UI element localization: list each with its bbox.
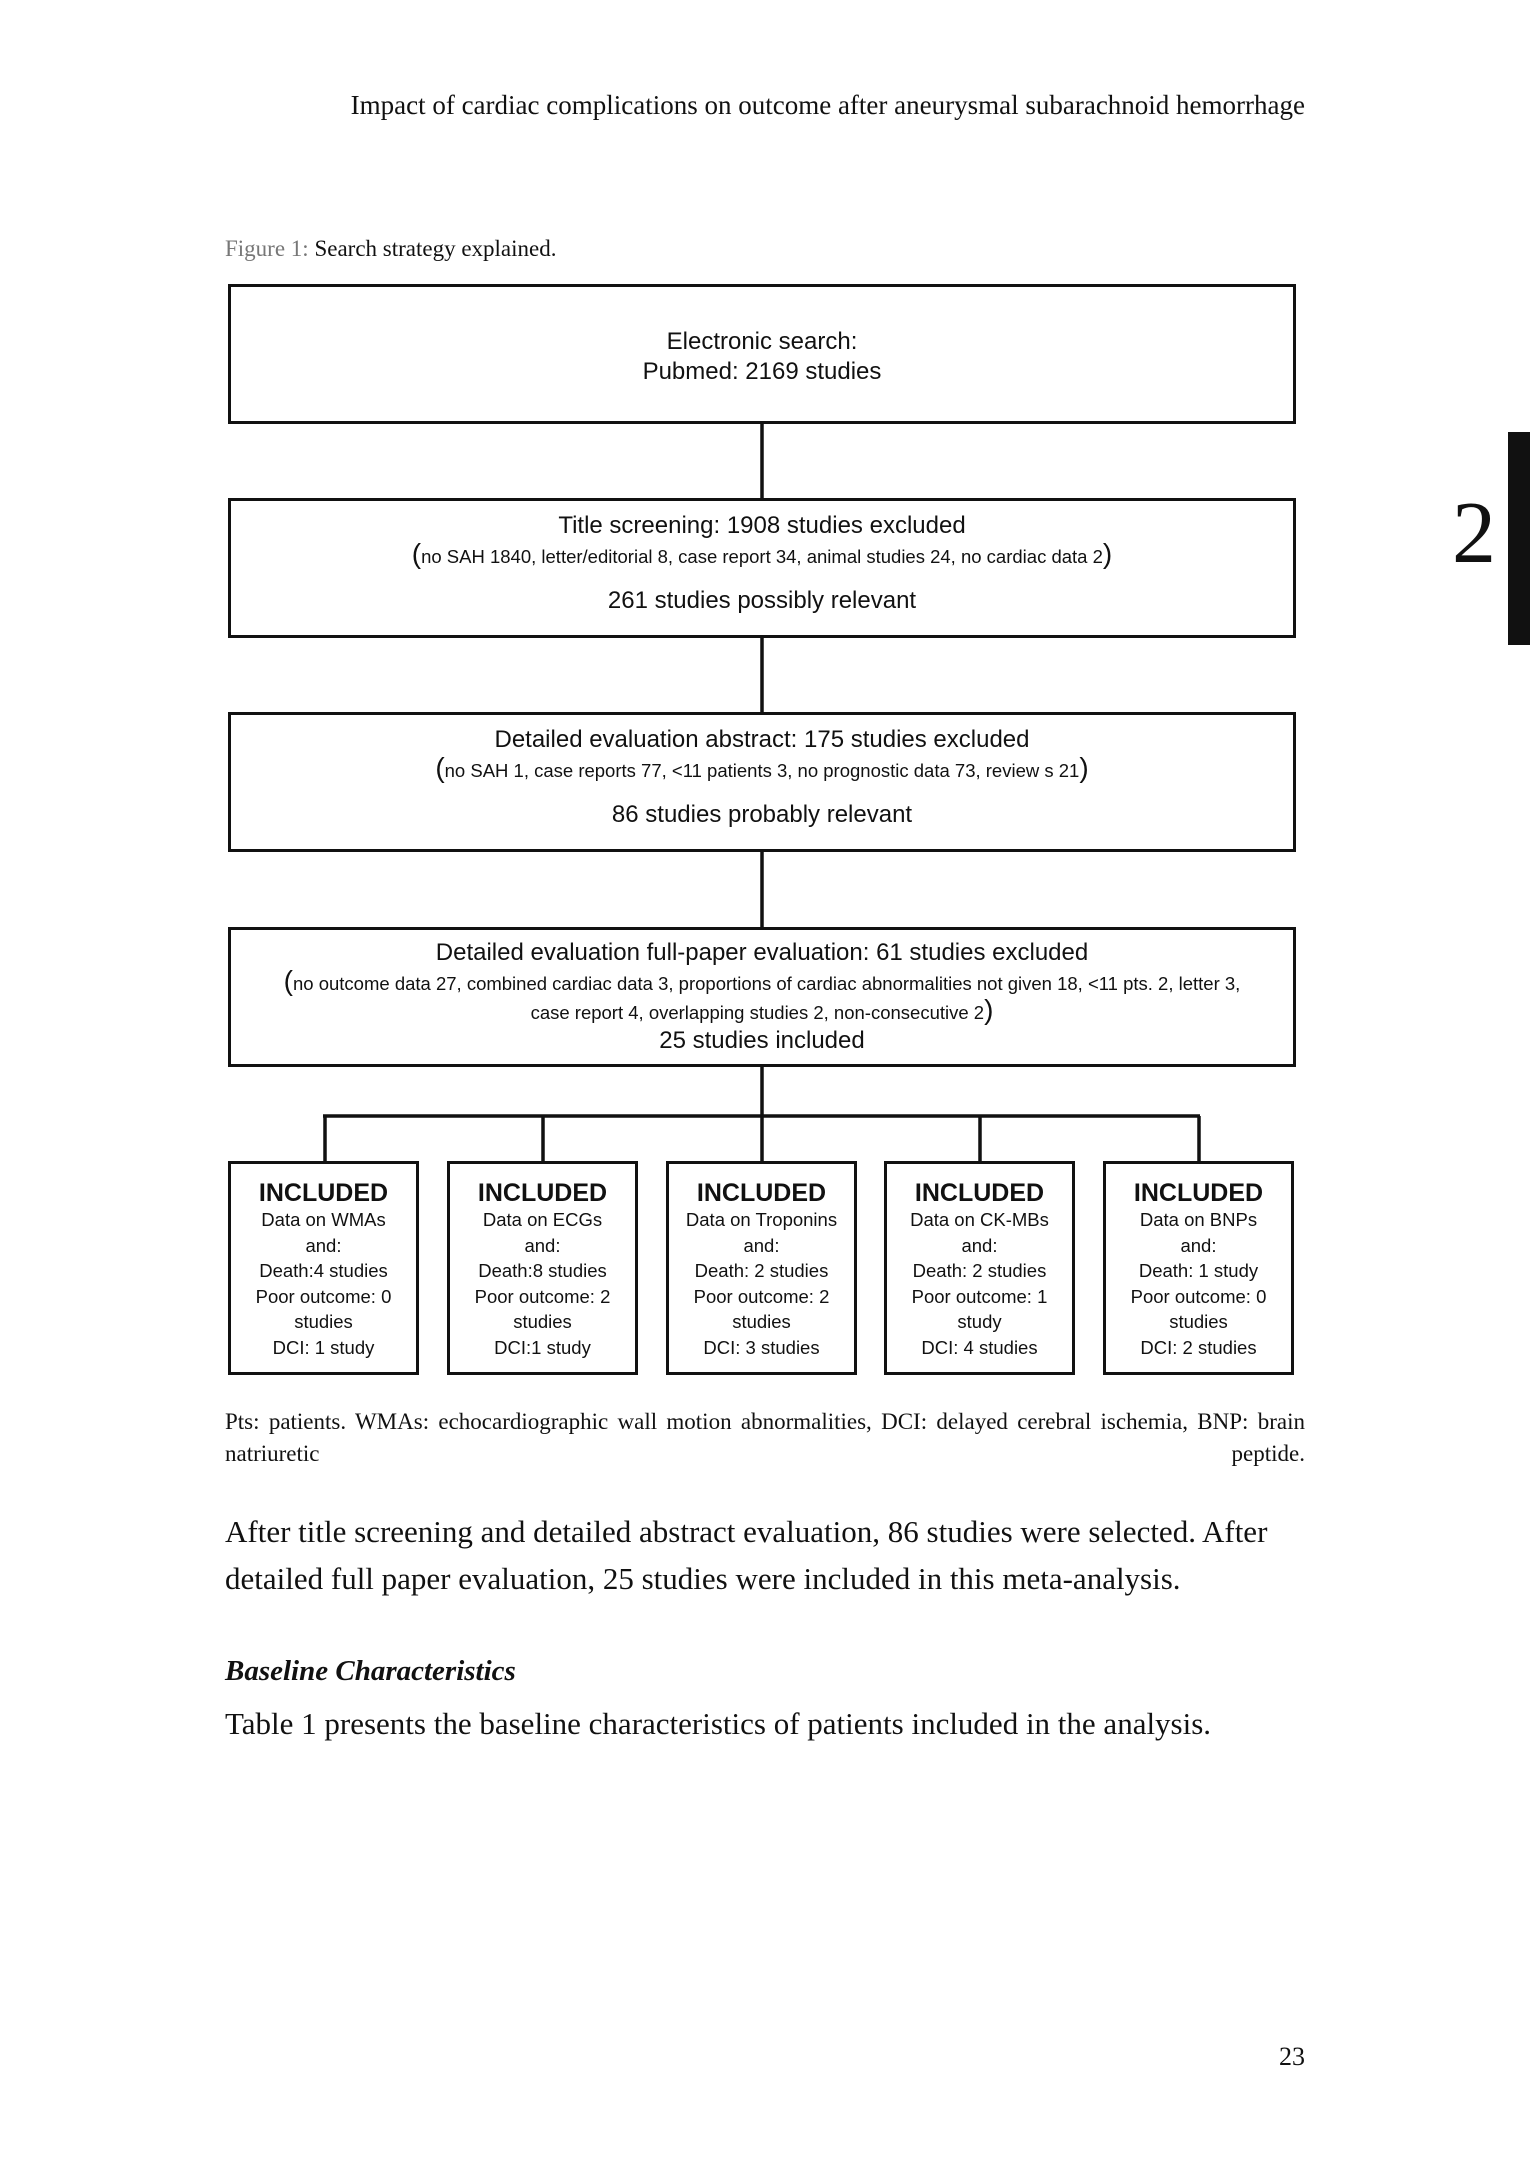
included-line: Death:8 studies (478, 1260, 607, 1281)
included-line: and: (305, 1234, 342, 1256)
fullpaper-evaluation-detail-1: no outcome data 27, combined cardiac dat… (293, 973, 1241, 994)
included-line: Poor outcome: 2 (474, 1285, 611, 1307)
included-line: Death: 2 studies (694, 1260, 829, 1281)
fullpaper-evaluation-result: 25 studies included (659, 1027, 865, 1054)
figure-caption: Figure 1: Search strategy explained. (225, 236, 557, 262)
body-paragraph: After title screening and detailed abstr… (225, 1514, 1268, 1596)
title-screening-result: 261 studies possibly relevant (607, 587, 917, 614)
included-line: Poor outcome: 2 (693, 1285, 830, 1307)
included-line: DCI: 1 study (272, 1336, 375, 1358)
included-line: Data on ECGs (482, 1209, 603, 1230)
abstract-evaluation-box: Detailed evaluation abstract: 175 studie… (228, 712, 1296, 852)
included-line: Death:4 studies (259, 1260, 388, 1281)
abstract-evaluation-heading: Detailed evaluation abstract: 175 studie… (494, 726, 1030, 753)
fullpaper-evaluation-detail-2: case report 4, overlapping studies 2, no… (530, 1002, 985, 1023)
title-screening-heading: Title screening: 1908 studies excluded (558, 512, 966, 539)
section-heading: Baseline Characteristics (225, 1655, 516, 1687)
included-title: INCLUDED (914, 1179, 1045, 1207)
running-header: Impact of cardiac complications on outco… (350, 90, 1305, 120)
figure-note: Pts: patients. WMAs: echocardiographic w… (225, 1409, 1305, 1466)
figure-caption-text: Search strategy explained. (314, 236, 557, 261)
included-line: and: (961, 1234, 998, 1256)
included-title: INCLUDED (477, 1179, 608, 1207)
included-line: Poor outcome: 1 (911, 1285, 1048, 1307)
included-line: DCI: 3 studies (703, 1336, 820, 1358)
included-line: DCI:1 study (494, 1336, 591, 1358)
search-box-line2: Pubmed: 2169 studies (642, 358, 882, 385)
included-line: Data on WMAs (261, 1209, 386, 1230)
section-paragraph: Table 1 presents the baseline characteri… (225, 1706, 1212, 1741)
included-line: Poor outcome: 0 (255, 1285, 392, 1307)
included-line: Death: 1 study (1138, 1260, 1259, 1281)
included-line: Death: 2 studies (912, 1260, 1047, 1281)
included-line: Data on Troponins (685, 1209, 838, 1230)
included-line: studies (732, 1311, 791, 1332)
included-line: Data on CK-MBs (910, 1209, 1049, 1230)
included-line: and: (743, 1234, 780, 1256)
included-title: INCLUDED (258, 1179, 389, 1207)
included-box-troponins: INCLUDED Data on Troponins and: Death: 2… (666, 1161, 857, 1375)
included-box-bnps: INCLUDED Data on BNPs and: Death: 1 stud… (1103, 1161, 1294, 1375)
included-title: INCLUDED (1133, 1179, 1264, 1207)
chapter-number: 2 (1452, 485, 1496, 582)
page-number: 23 (1279, 2042, 1305, 2071)
search-box-line1: Electronic search: (666, 328, 858, 355)
included-line: Data on BNPs (1139, 1209, 1258, 1230)
abstract-evaluation-detail: no SAH 1, case reports 77, <11 patients … (444, 760, 1080, 781)
title-screening-detail: no SAH 1840, letter/editorial 8, case re… (421, 546, 1103, 567)
title-screening-box: Title screening: 1908 studies excluded (… (228, 498, 1296, 638)
included-line: DCI: 2 studies (1140, 1336, 1257, 1358)
fullpaper-evaluation-box: Detailed evaluation full-paper evaluatio… (228, 927, 1296, 1067)
included-line: and: (524, 1234, 561, 1256)
included-line: and: (1180, 1234, 1217, 1256)
figure-label: Figure 1: (225, 236, 309, 261)
included-box-ecgs: INCLUDED Data on ECGs and: Death:8 studi… (447, 1161, 638, 1375)
included-line: studies (1169, 1311, 1228, 1332)
included-line: DCI: 4 studies (921, 1336, 1038, 1358)
included-line: studies (294, 1311, 353, 1332)
included-title: INCLUDED (696, 1179, 827, 1207)
search-box: Electronic search: Pubmed: 2169 studies (228, 284, 1296, 424)
included-box-wmas: INCLUDED Data on WMAs and: Death:4 studi… (228, 1161, 419, 1375)
included-line: studies (513, 1311, 572, 1332)
abstract-evaluation-result: 86 studies probably relevant (611, 801, 913, 828)
chapter-tab (1508, 432, 1530, 645)
fullpaper-evaluation-heading: Detailed evaluation full-paper evaluatio… (435, 939, 1089, 966)
included-line: study (957, 1311, 1002, 1332)
included-box-ckmbs: INCLUDED Data on CK-MBs and: Death: 2 st… (884, 1161, 1075, 1375)
included-line: Poor outcome: 0 (1130, 1285, 1267, 1307)
